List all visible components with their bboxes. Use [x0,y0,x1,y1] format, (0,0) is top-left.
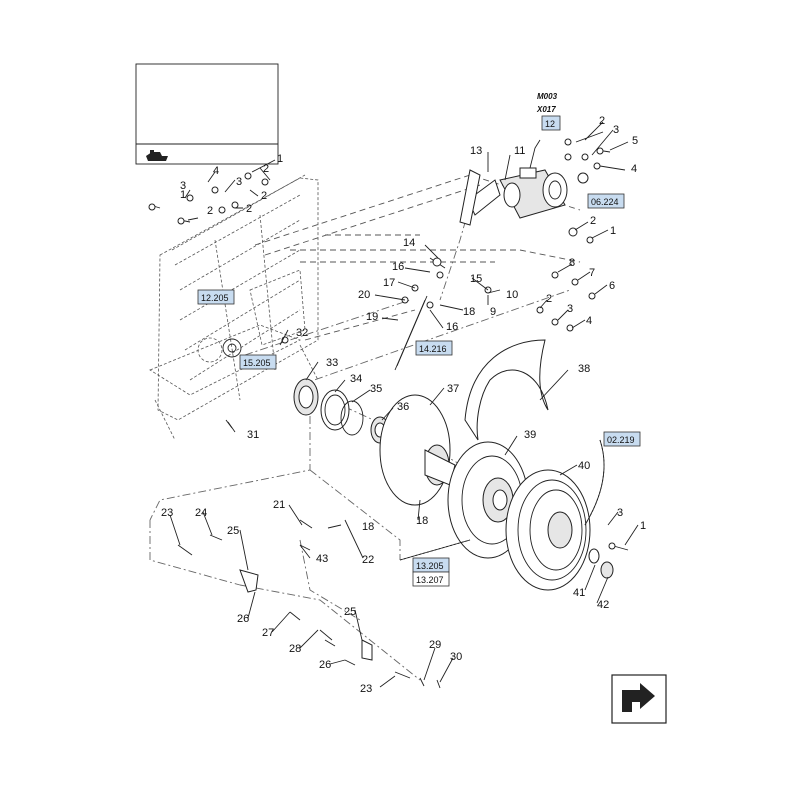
callout: 1 [277,153,283,165]
ref-box-label: 13.205 [416,561,444,571]
callout: 14 [403,237,415,249]
callout: 40 [578,460,590,472]
callout: 13 [470,145,482,157]
callout: 26 [319,659,331,671]
callout: 3 [617,507,623,519]
callout: 2 [263,163,269,175]
callout: 25 [227,525,239,537]
ref-box-label: 02.219 [607,435,635,445]
callout: 3 [567,303,573,315]
callout: 27 [262,627,274,639]
ref-box-label: 12.205 [201,293,229,303]
callout: 32 [296,327,308,339]
callout: 19 [366,311,378,323]
callout: 30 [450,651,462,663]
callout: 31 [247,429,259,441]
header-code-m003: M003 [537,92,558,101]
callout: 16 [446,321,458,333]
actuator-motor [459,139,589,226]
callout: 5 [632,135,638,147]
callout: 16 [392,261,404,273]
callout: 3 [613,124,619,136]
callout: 4 [586,315,592,327]
callout: 36 [397,401,409,413]
callout: 35 [370,383,382,395]
callout: 23 [360,683,372,695]
callout: 2 [546,293,552,305]
callout: 7 [589,267,595,279]
header-code-x017: X017 [536,105,556,114]
callout: 8 [569,257,575,269]
callout: 22 [362,554,374,566]
callout: 18 [463,306,475,318]
callout: 21 [273,499,285,511]
callout: 43 [316,553,328,565]
callout: 39 [524,429,536,441]
navigation-arrow-icon [611,674,667,724]
callout: 18 [416,515,428,527]
fasteners [148,138,611,429]
ref-box-13-205[interactable]: 13.205 [412,557,450,573]
callout: 2 [207,205,213,217]
callout: 42 [597,599,609,611]
ref-box-label: 12 [545,119,555,129]
ref-box-14-216[interactable]: 14.216 [415,340,453,356]
ref-box-15-205[interactable]: 15.205 [239,354,277,370]
linkage-parts [177,519,441,689]
ref-box-12-205[interactable]: 12.205 [197,289,235,305]
callout: 10 [506,289,518,301]
callout: 1 [610,225,616,237]
callout: 3 [180,180,186,192]
callout: 18 [362,521,374,533]
ref-box-06-224[interactable]: 06.224 [587,193,625,209]
pulley-40 [505,469,591,591]
callout: 23 [161,507,173,519]
callout: 25 [344,606,356,618]
callout: 38 [578,363,590,375]
threaded-rod [394,295,428,371]
washer-nut [588,542,629,579]
callout: 6 [609,280,615,292]
leader-lines [169,121,639,688]
callout: 2 [261,190,267,202]
ref-box-label: 13.207 [416,575,444,585]
ref-box-02-219[interactable]: 02.219 [603,431,641,447]
callout: 15 [470,273,482,285]
callout: 2 [590,215,596,227]
callout: 20 [358,289,370,301]
ref-box-13-207[interactable]: 13.207 [412,571,450,587]
callout: 1 [180,189,186,201]
ref-box-12[interactable]: 12 [541,115,561,131]
callout: 28 [289,643,301,655]
callout: 2 [246,203,252,215]
assembly-guide-lines [149,174,581,681]
callout: 41 [573,587,585,599]
gear-icon [146,150,168,161]
title-block [135,63,279,165]
callout: 33 [326,357,338,369]
drive-belt [399,439,605,561]
callout: 9 [490,306,496,318]
side-frame [149,174,319,441]
callout: 29 [429,639,441,651]
callout-labels: 1 2 3 4 1 2 3 2 2 13 11 2 3 5 4 2 1 8 7 … [161,115,646,695]
callout: 34 [350,373,362,385]
ref-box-label: 06.224 [591,197,619,207]
ref-box-label: 15.205 [243,358,271,368]
disc-37 [379,394,456,506]
callout: 37 [447,383,459,395]
callout: 2 [599,115,605,127]
ref-box-label: 14.216 [419,344,447,354]
callout: 11 [514,145,525,157]
callout: 4 [631,163,637,175]
callout: 1 [640,520,646,532]
callout: 4 [213,165,219,177]
callout: 24 [195,507,207,519]
callout: 17 [383,277,395,289]
callout: 26 [237,613,249,625]
callout: 3 [236,176,242,188]
belt-38 [464,339,549,441]
